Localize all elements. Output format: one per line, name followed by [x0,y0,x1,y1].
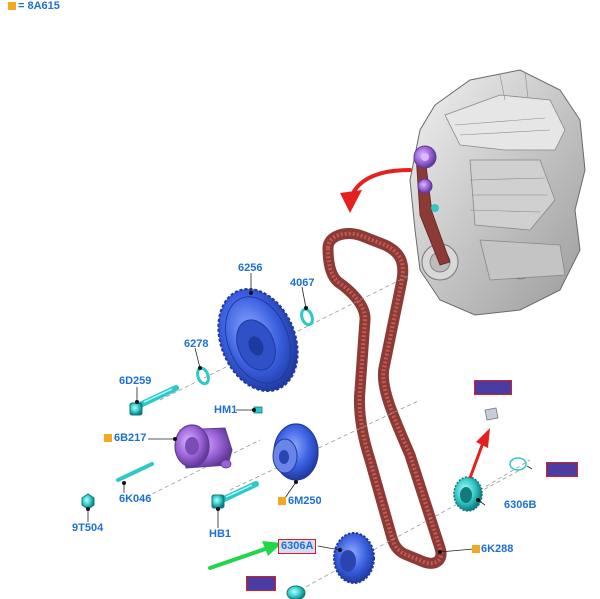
o-ring [509,457,527,471]
engine-assembly [409,69,586,316]
red-straight-arrow [468,428,490,479]
label-9T504: 9T504 [72,522,104,534]
label-6306A: 6306A [278,539,317,554]
label-red-right: 6A26 [546,462,579,477]
label-6B217: 6B217 [114,432,147,444]
label-6K288: 6K288 [481,543,514,555]
green-arrow [208,541,282,570]
label-6M250: 6M250 [288,495,322,507]
bolt-6D259 [129,385,179,416]
nut-9T504 [81,493,95,510]
label-HB1: HB1 [209,528,232,540]
washer-6278 [196,366,210,386]
washer-4067 [300,307,314,327]
leader-dots [86,291,480,554]
legend: = 8A615 [8,0,60,12]
crankshaft-sprocket-6306A [333,532,375,584]
idler-pulley-6M250 [272,423,319,481]
label-6K046: 6K046 [119,493,152,505]
label-6278: 6278 [184,338,209,350]
engine-timing-belt [413,145,451,266]
label-HM1: HM1 [214,404,238,416]
label-red-top: 6B316 [474,380,513,395]
legend-text: = 8A615 [18,0,60,12]
label-6256: 6256 [238,262,263,274]
tensioner-6B217 [174,424,233,469]
orange-marker-6K288 [472,545,480,553]
key-part [484,407,499,421]
orange-marker-6B217 [104,434,112,442]
assembly-axis-lines [139,274,531,591]
label-6D259: 6D259 [119,375,152,387]
camshaft-sprocket-6256 [217,287,299,393]
orange-marker-6M250 [278,497,286,505]
red-curved-arrow [340,168,412,213]
timing-belt-6K288 [322,228,447,569]
bolt-HB1 [211,481,259,509]
legend-swatch [8,2,16,10]
stud-6K046 [116,462,154,482]
label-4067: 4067 [290,277,315,289]
washer-bottom [286,585,306,599]
sprocket-6306B [453,476,483,512]
label-6306B: 6306B [504,499,537,511]
label-red-bottom: 6306 [246,576,277,591]
